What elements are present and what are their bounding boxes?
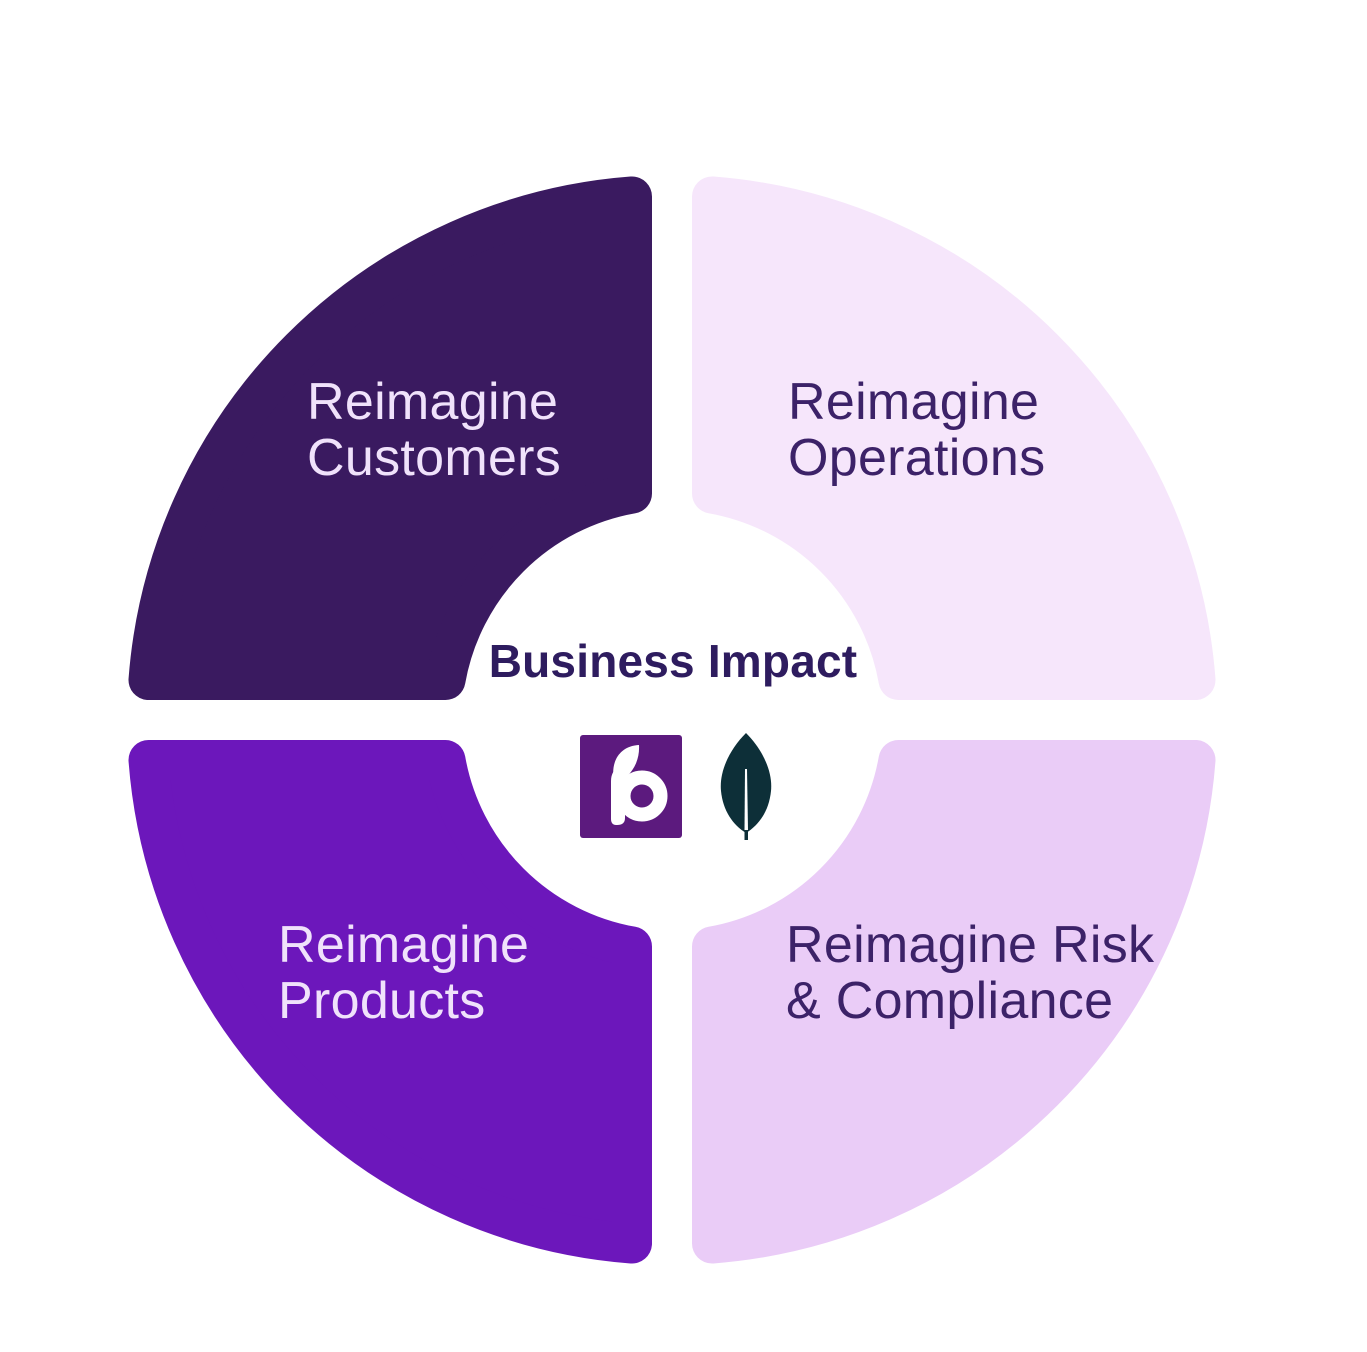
quadrant-customers-label: Reimagine Customers [307, 374, 561, 486]
quadrant-risk-compliance-label: Reimagine Risk & Compliance [786, 917, 1154, 1029]
fp-logo-leaf [613, 745, 640, 783]
quadrant-risk-compliance-shape [692, 740, 1216, 1264]
mongodb-leaf-icon [720, 733, 772, 840]
fp-logo-icon [580, 735, 682, 838]
quadrant-risk-compliance-label-line1: Reimagine Risk [786, 916, 1155, 974]
quadrant-operations-shape [692, 176, 1216, 700]
quadrant-operations-label: Reimagine Operations [788, 374, 1045, 486]
quadrant-products-label-line2: Products [278, 972, 486, 1030]
quadrant-customers-shape [128, 176, 652, 700]
mongodb-leaf-stem [744, 831, 748, 840]
center-title: Business Impact [488, 635, 858, 687]
quadrant-customers-label-line1: Reimagine [307, 373, 559, 431]
quadrant-customers-label-line2: Customers [307, 429, 562, 487]
quadrant-operations-label-line1: Reimagine [788, 373, 1040, 431]
quadrant-risk-compliance-label-line2: & Compliance [786, 972, 1114, 1030]
quadrant-products-label-line1: Reimagine [278, 916, 530, 974]
quadrant-operations-label-line2: Operations [788, 429, 1046, 487]
quadrant-products-shape [128, 740, 652, 1264]
fp-logo-bowl [616, 770, 668, 822]
quadrant-products-label: Reimagine Products [278, 917, 529, 1029]
mongodb-leaf-midrib [744, 769, 748, 830]
